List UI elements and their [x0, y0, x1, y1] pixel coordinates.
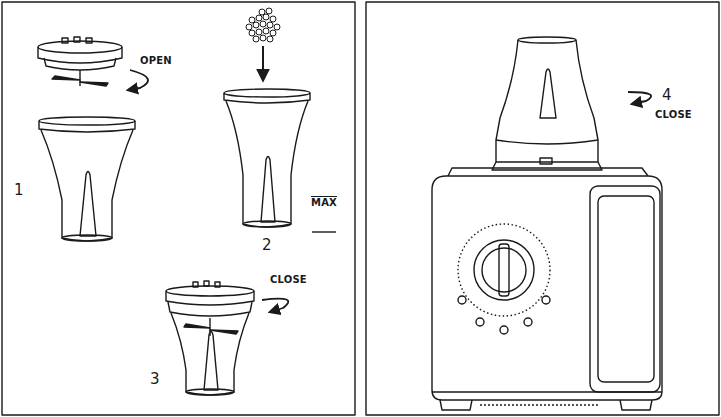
bowl [224, 89, 310, 227]
level-label: MAX [311, 196, 337, 208]
bowl [39, 117, 135, 241]
motor-base [432, 168, 662, 410]
step-number: 2 [262, 238, 272, 253]
step-number: 1 [14, 183, 24, 198]
lid-blade [38, 37, 122, 86]
step-number: 4 [662, 88, 672, 103]
step-number: 3 [150, 372, 160, 387]
rotate-arrow [262, 299, 288, 312]
action-word: CLOSE [655, 110, 692, 120]
fill-arrow [262, 46, 264, 80]
granules [246, 8, 280, 42]
action-word: OPEN [140, 56, 172, 66]
bowl-with-lid [166, 281, 254, 395]
rotate-arrow [128, 70, 148, 90]
panel-frame [366, 2, 719, 415]
level-mark [312, 231, 336, 232]
action-word: CLOSE [270, 275, 307, 285]
panel-frame [2, 2, 355, 415]
rotate-arrow [628, 92, 651, 104]
mounted-bowl [492, 37, 602, 170]
